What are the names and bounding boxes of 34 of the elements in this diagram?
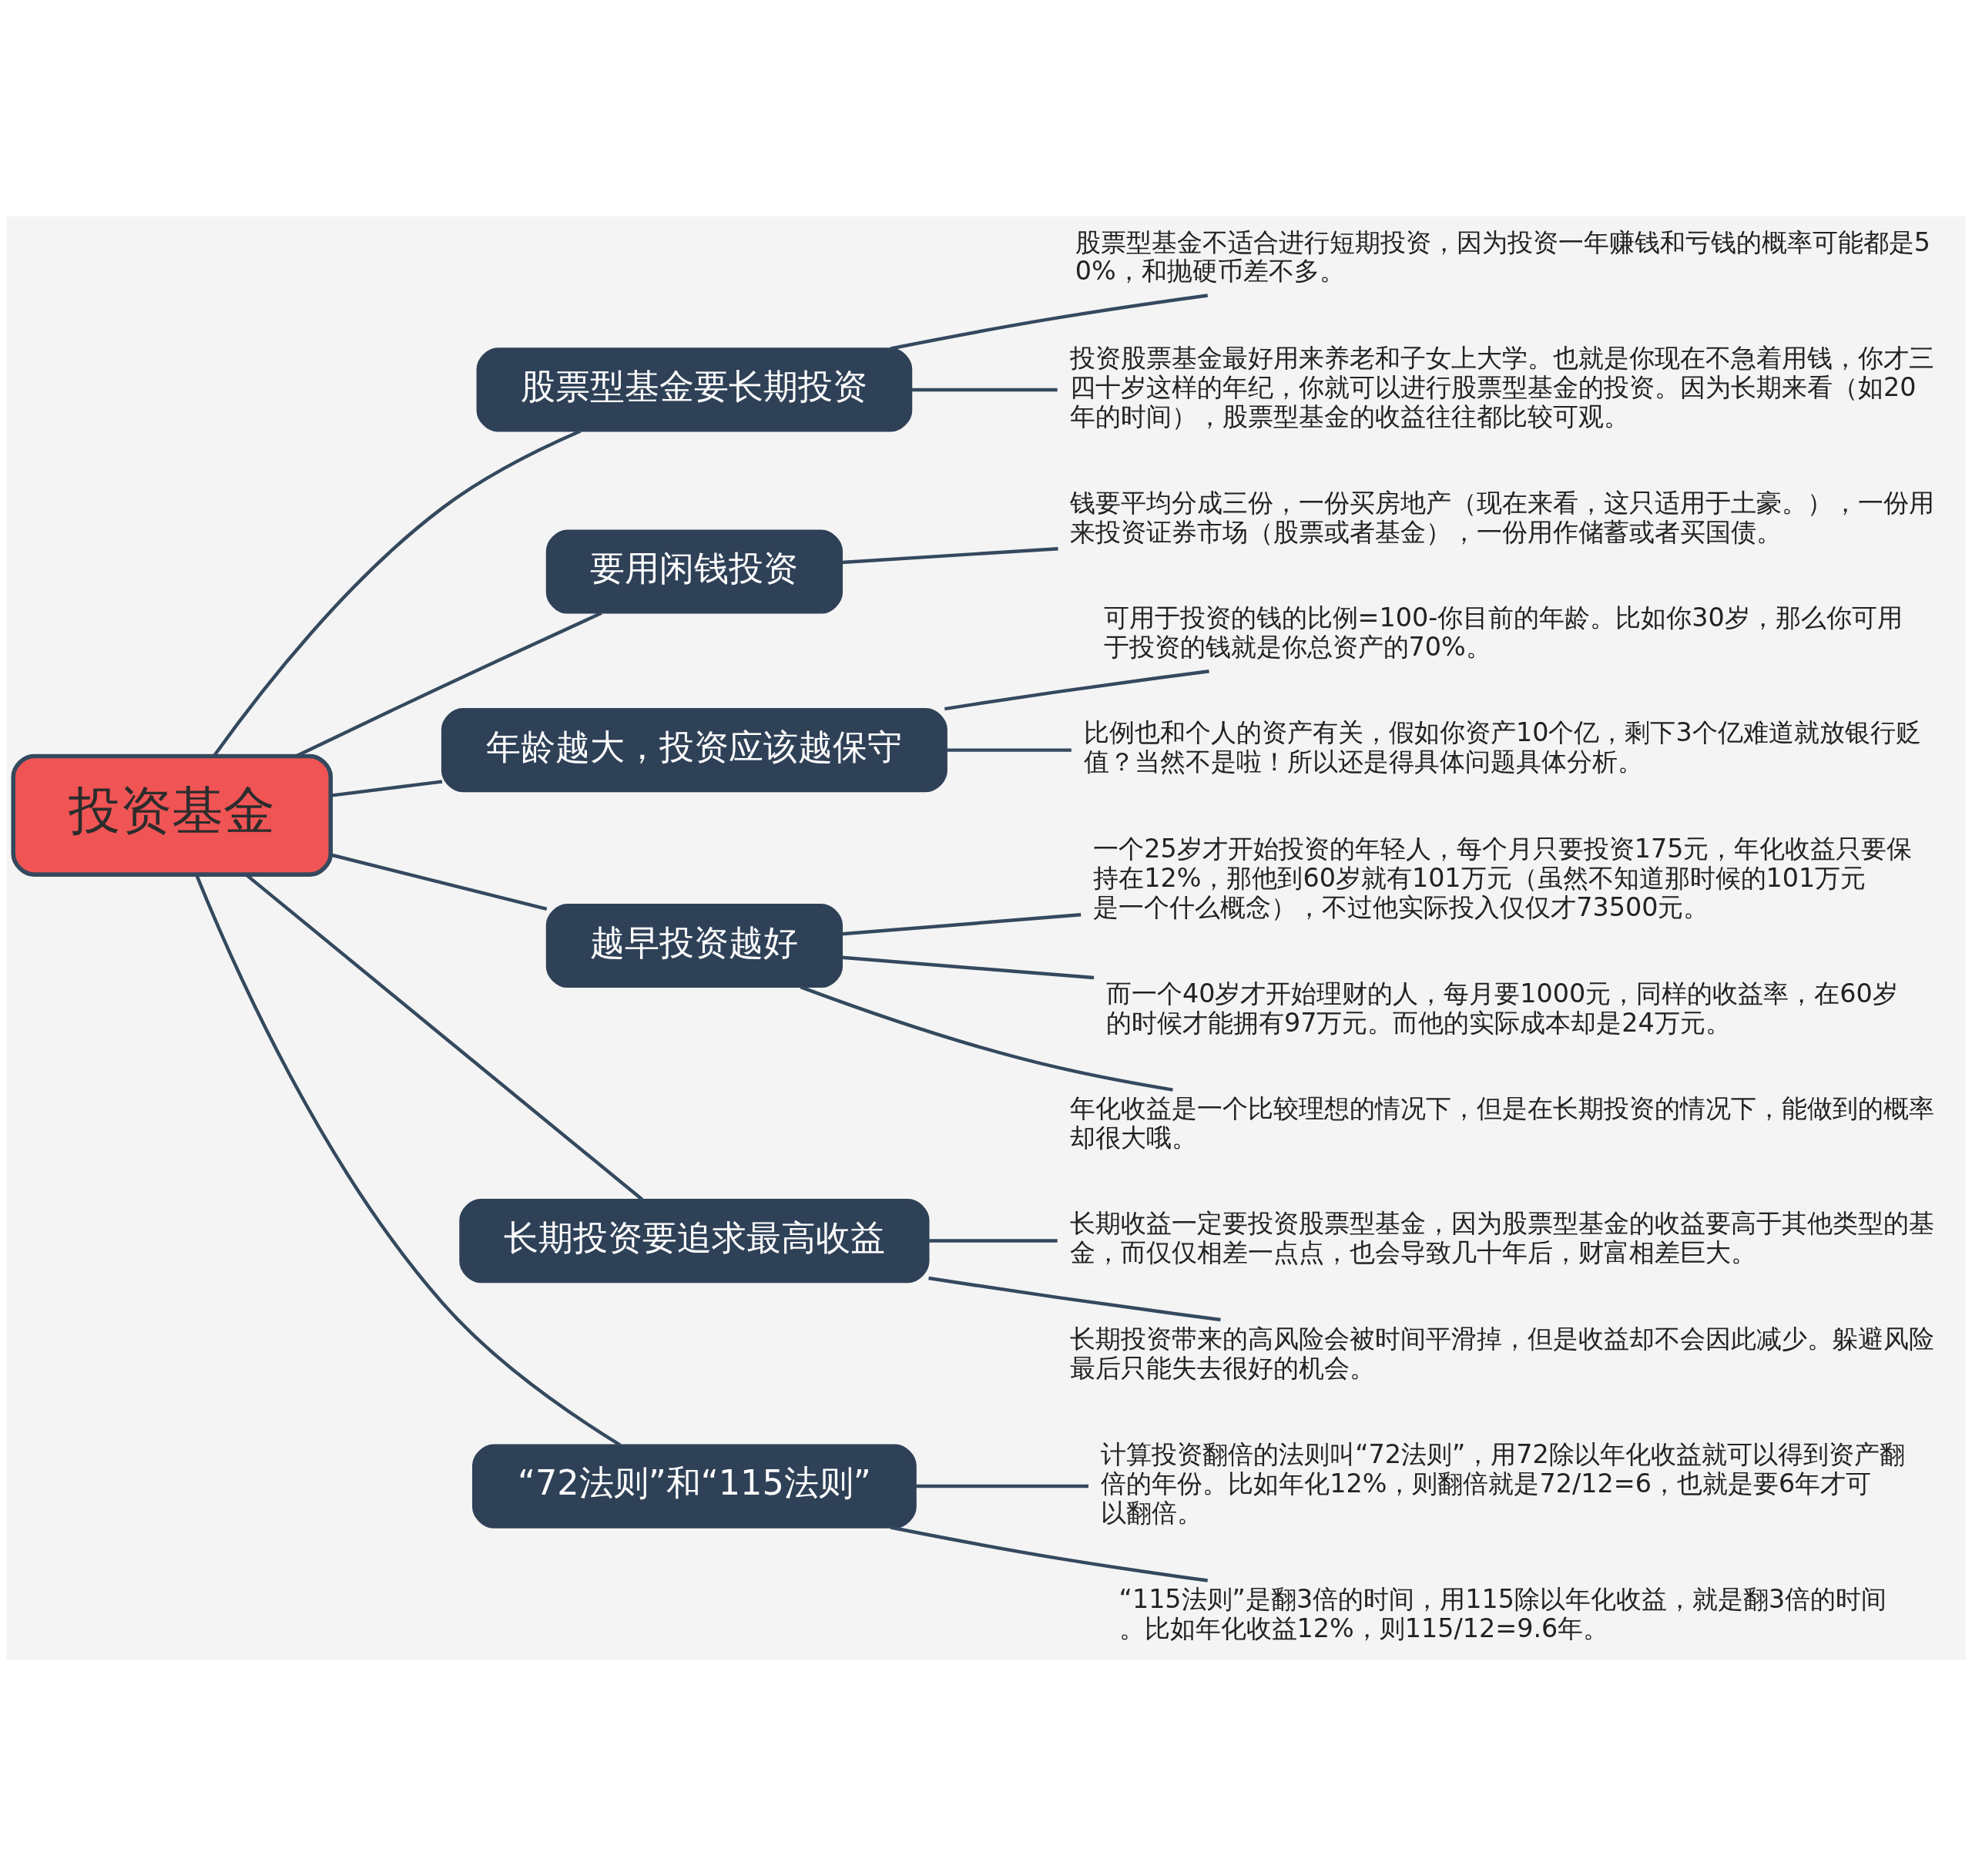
node-box: “72法则”和“115法则”: [471, 1444, 917, 1529]
connector: [947, 748, 1072, 752]
node-box: 股票型基金要长期投资: [476, 347, 913, 432]
connector: [928, 1239, 1058, 1243]
node-text: 而一个40岁才开始理财的人，每月要1000元，同样的收益率，在60岁的时候才能拥有97万元。而他的实际成本却是24万元。: [1105, 978, 1898, 1038]
node-text: 钱要平均分成三份，一份买房地产（现在来看，这只适用于土豪。），一份用来投资证券市场（股票或者基金），一份用作储蓄或者买国债。: [1070, 488, 1935, 547]
connector: [841, 955, 1095, 980]
node-text: 长期收益一定要投资股票型基金，因为股票型基金的收益要高于其他类型的基金，而仅仅相差一点点，也会导致几十年后，财富相差巨大。: [1070, 1208, 1935, 1268]
node-text: 可用于投资的钱的比例=100-你目前的年龄。比如你30岁，那么你可用于投资的钱就是你总资产的70%。: [1103, 602, 1903, 663]
node-text: 比例也和个人的资产有关，假如你资产10个亿，剩下3个亿难道就放银行贬值？当然不是啦！所以还是得具体问题具体分析。: [1083, 717, 1921, 777]
node-text: 长期投资带来的高风险会被时间平滑掉，但是收益却不会因此减少。躲避风险最后只能失去很好的机会。: [1070, 1323, 1935, 1383]
connector: [911, 388, 1058, 392]
connector: [800, 985, 1173, 1092]
node-text: 投资股票基金最好用来养老和子女上大学。也就是你现在不急着用钱，你才三四十岁这样的年纪，你就可以进行股票型基金的投资。因为长期来看（如20年的时间），股票型基金的收益往往都比较可观。: [1070, 342, 1935, 431]
connector: [195, 874, 622, 1447]
connector: [841, 546, 1058, 565]
node-text: 计算投资翻倍的法则叫“72法则”，用72除以年化收益就可以得到资产翻倍的年份。比如年化12%，则翻倍就是72/12=6，也就是要6年才可以翻倍。: [1101, 1439, 1905, 1528]
connector: [330, 853, 548, 911]
connector: [928, 1276, 1221, 1322]
node-box: 要用闲钱投资: [545, 529, 843, 614]
connector: [841, 913, 1082, 936]
connector: [916, 1484, 1088, 1488]
connector: [944, 670, 1209, 711]
node-text: 一个25岁才开始投资的年轻人，每个月只要投资175元，年化收益只要保持在12%，那他到60岁就有101万元（虽然不知道那时候的101万元是一个什么概念），不过他实际投入仅仅才73500元。: [1093, 833, 1913, 922]
node-text: “115法则”是翻3倍的时间，用115除以年化收益，就是翻3倍的时间。比如年化收益12%，则115/12=9.6年。: [1118, 1584, 1887, 1644]
node-text: 年化收益是一个比较理想的情况下，但是在长期投资的情况下，能做到的概率却很大哦。: [1070, 1093, 1935, 1153]
node-box: 年龄越大，投资应该越保守: [441, 708, 947, 793]
node-box: 投资基金: [11, 753, 334, 877]
connector: [330, 780, 443, 797]
node-box: 长期投资要追求最高收益: [459, 1199, 930, 1284]
node-text: 股票型基金不适合进行短期投资，因为投资一年赚钱和亏钱的概率可能都是50%，和抛硬币差不多。: [1075, 227, 1931, 287]
connector: [890, 294, 1209, 351]
connector: [890, 1525, 1209, 1582]
node-box: 越早投资越好: [545, 903, 843, 988]
